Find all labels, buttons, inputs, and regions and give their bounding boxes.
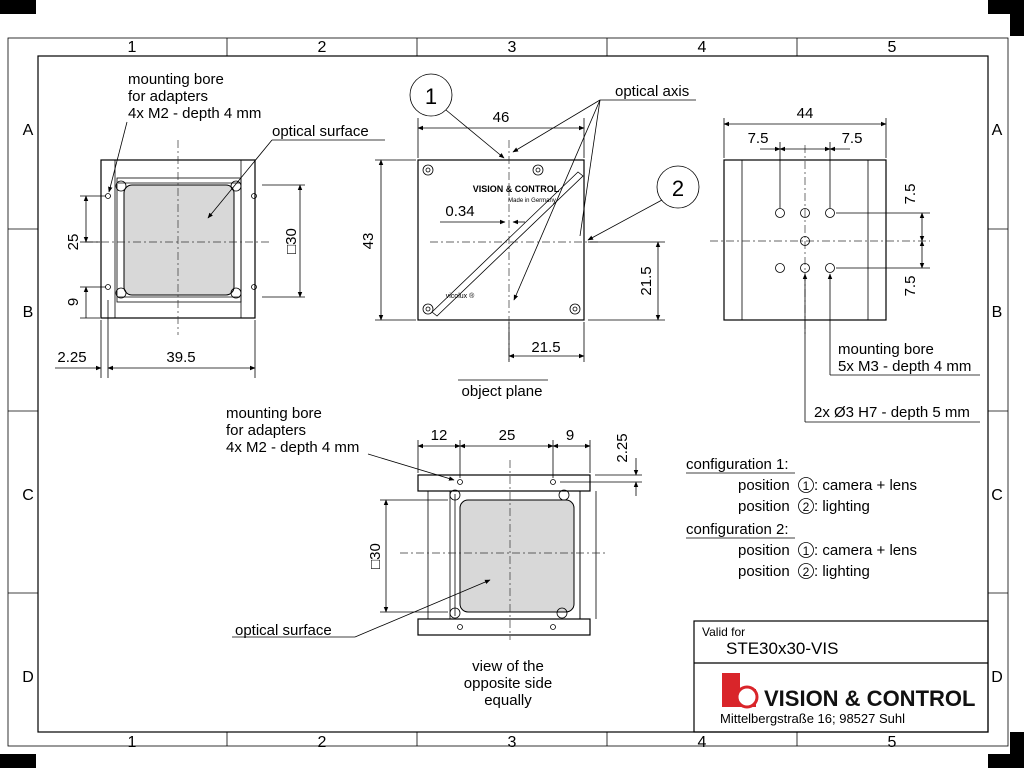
left-bore-label: for adapters <box>128 88 208 105</box>
right-pin-label: 2x Ø3 H7 - depth 5 mm <box>814 404 970 421</box>
config-line-text: : lighting <box>814 563 870 580</box>
dim-46: 46 <box>493 109 510 126</box>
config-line: position <box>738 563 790 580</box>
grid-col-label: 3 <box>508 734 517 751</box>
optical-surface-bottom <box>459 499 575 613</box>
bottom-bore-label: mounting bore <box>226 405 322 422</box>
housing-made-in: Made in Germany <box>508 198 556 204</box>
optical-axis-label: optical axis <box>615 83 689 100</box>
grid-col-label: 1 <box>128 734 137 751</box>
grid-col-label: 4 <box>698 39 707 56</box>
valid-for-label: Valid for <box>702 625 745 639</box>
dim-12: 12 <box>431 427 448 444</box>
dim-25-bottom: 25 <box>499 427 516 444</box>
company-address: Mittelbergstraße 16; 98527 Suhl <box>720 711 905 726</box>
config-1-title: configuration 1: <box>686 456 789 473</box>
dim-7-5: 7.5 <box>842 130 863 147</box>
config-line: position <box>738 498 790 515</box>
grid-col-label: 5 <box>888 734 897 751</box>
dim-25: 25 <box>65 234 82 251</box>
dim-2-25: 2.25 <box>57 349 86 366</box>
frame-ticks <box>8 38 1008 746</box>
bottom-bore-label: for adapters <box>226 422 306 439</box>
left-surface-label: optical surface <box>272 123 369 140</box>
dim-39-5: 39.5 <box>166 349 195 366</box>
inner-frame <box>37 55 989 733</box>
grid-row-label: A <box>23 122 34 139</box>
config-position-num: 2 <box>803 500 810 514</box>
optical-surface <box>123 184 235 296</box>
housing-brand-print: VISION & CONTROL <box>473 184 560 194</box>
housing-vicolux: vicolux ® <box>446 292 475 300</box>
dim-sq30-bottom: □30 <box>367 543 384 569</box>
bottom-surface-label: optical surface <box>235 622 332 639</box>
left-bore-label: 4x M2 - depth 4 mm <box>128 105 261 122</box>
product-name: STE30x30-VIS <box>726 639 838 658</box>
callout-1: 1 <box>425 84 437 109</box>
outer-frame <box>7 37 1009 747</box>
company-logo <box>722 673 759 709</box>
dim-7-5: 7.5 <box>902 276 919 297</box>
callout-circle-1 <box>409 73 453 117</box>
object-plane-label: object plane <box>462 383 543 400</box>
configuration-notes: configuration 1: position 1 : camera + l… <box>686 456 917 580</box>
grid-row-label: A <box>992 122 1003 139</box>
bottom-bore-label: 4x M2 - depth 4 mm <box>226 439 359 456</box>
config-line-text: : camera + lens <box>814 477 917 494</box>
grid-col-label: 2 <box>318 734 327 751</box>
grid-row-label: B <box>992 304 1003 321</box>
company-name: VISION & CONTROL <box>764 686 975 711</box>
callout-2: 2 <box>672 176 684 201</box>
dim-43: 43 <box>360 233 377 250</box>
grid-row-label: C <box>22 487 34 504</box>
config-line: position <box>738 477 790 494</box>
grid-col-label: 5 <box>888 39 897 56</box>
config-line-text: : lighting <box>814 498 870 515</box>
grid-row-label: C <box>991 487 1003 504</box>
config-line: position <box>738 542 790 559</box>
dim-9: 9 <box>65 298 82 306</box>
dim-9-bottom: 9 <box>566 427 574 444</box>
bottom-view <box>232 440 642 640</box>
dim-0-34: 0.34 <box>445 203 474 220</box>
dim-2-25-bottom: 2.25 <box>614 433 631 462</box>
grid-col-label: 4 <box>698 734 707 751</box>
config-position-num: 1 <box>803 479 810 493</box>
opposite-side-note: equally <box>484 692 532 709</box>
left-bore-label: mounting bore <box>128 71 224 88</box>
grid-row-label: D <box>22 669 34 686</box>
mirror-plate <box>431 171 584 317</box>
grid-row-label: D <box>991 669 1003 686</box>
dim-21-5-horizontal: 21.5 <box>531 339 560 356</box>
config-2-title: configuration 2: <box>686 521 789 538</box>
callout-circle-2 <box>656 165 700 209</box>
dim-44: 44 <box>797 105 814 122</box>
dim-21-5-vertical: 21.5 <box>638 266 655 295</box>
dim-sq30: □30 <box>283 228 300 254</box>
right-bore-label: 5x M3 - depth 4 mm <box>838 358 971 375</box>
opposite-side-note: opposite side <box>464 675 552 692</box>
grid-row-label: B <box>23 304 34 321</box>
right-view <box>710 118 980 423</box>
config-line-text: : camera + lens <box>814 542 917 559</box>
grid-col-label: 2 <box>318 39 327 56</box>
config-position-num: 2 <box>803 565 810 579</box>
opposite-side-note: view of the <box>472 658 544 675</box>
grid-col-label: 3 <box>508 39 517 56</box>
center-view <box>375 73 700 381</box>
title-block <box>693 620 989 733</box>
right-bore-label: mounting bore <box>838 341 934 358</box>
grid-col-label: 1 <box>128 39 137 56</box>
dim-7-5: 7.5 <box>902 184 919 205</box>
config-position-num: 1 <box>803 544 810 558</box>
left-view <box>55 121 385 378</box>
dim-7-5: 7.5 <box>748 130 769 147</box>
